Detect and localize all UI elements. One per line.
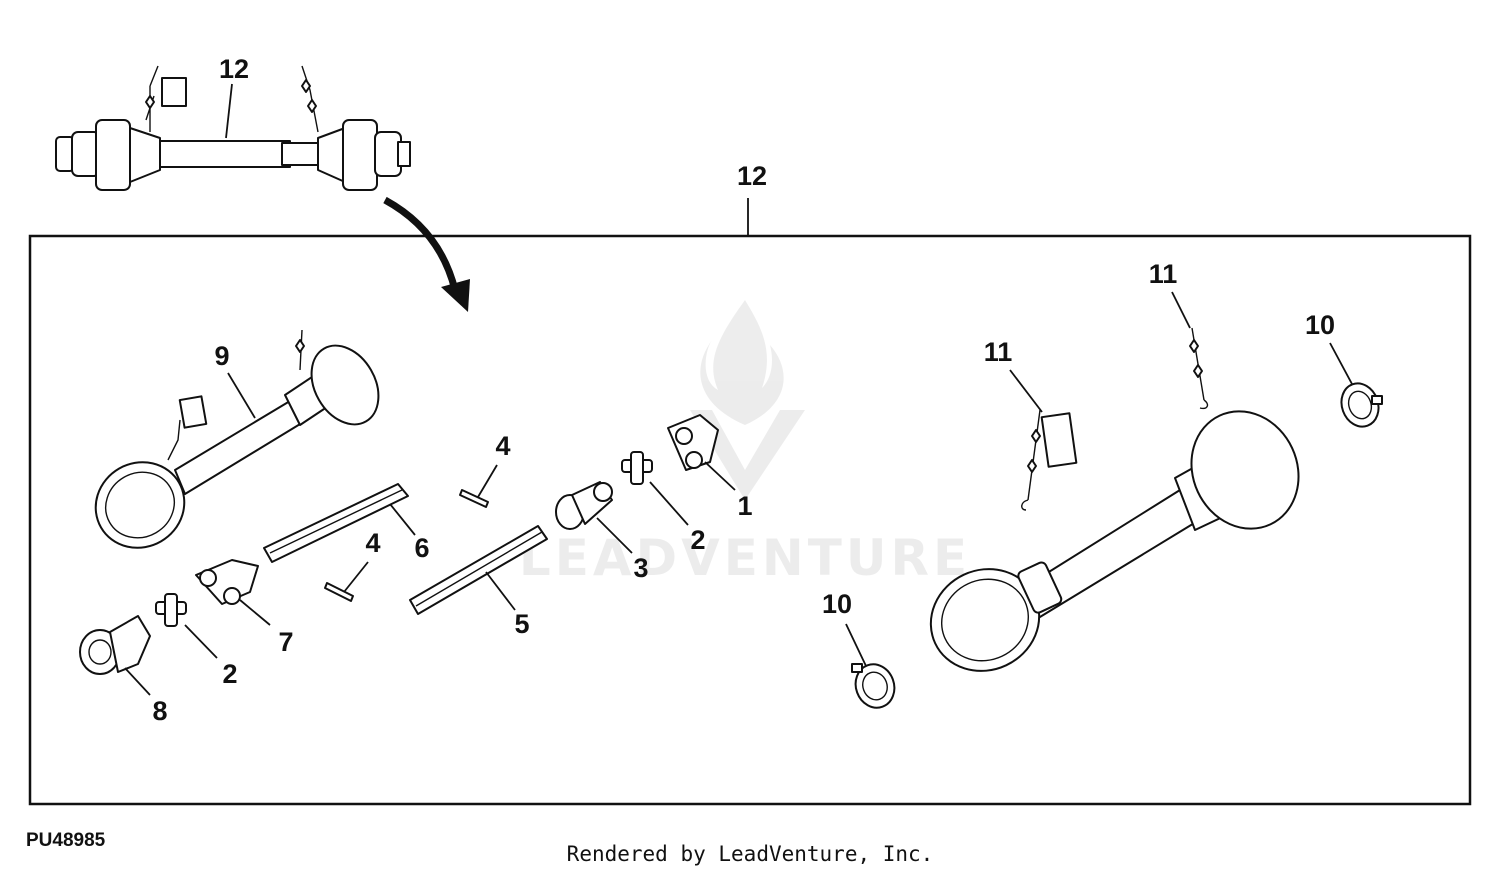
- part-3-yoke: [555, 481, 613, 530]
- exploded-view-frame: [28, 234, 1472, 806]
- callout-10-left: 10: [822, 589, 852, 619]
- figure-code: PU48985: [26, 830, 106, 851]
- callout-3: 3: [633, 553, 648, 583]
- complete-driveline-assembly: [55, 65, 411, 191]
- part-11-chain-right: [1189, 327, 1209, 410]
- part-6-inner-tube: [263, 483, 409, 563]
- part-8-yoke: [79, 615, 151, 675]
- outer-guard-half: [929, 410, 1300, 672]
- callout-12-frame: 12: [737, 161, 767, 191]
- callout-11-right: 11: [1149, 259, 1178, 289]
- part-4-pin-upper: [459, 489, 489, 508]
- part-9-guard-half: [94, 329, 380, 549]
- callout-7: 7: [278, 627, 293, 657]
- callout-9: 9: [214, 341, 229, 371]
- part-7-yoke: [195, 559, 259, 605]
- part-2-cross-upper: [621, 451, 653, 485]
- part-11-chain-left: [1021, 409, 1078, 511]
- watermark-text: LEADVENTURE: [519, 529, 971, 587]
- callout-1: 1: [737, 491, 752, 521]
- part-5-outer-tube: [409, 525, 548, 615]
- callout-2-upper: 2: [690, 525, 705, 555]
- part-10-bearing-left: [851, 663, 896, 709]
- callout-5: 5: [514, 609, 529, 639]
- callout-6: 6: [414, 533, 429, 563]
- callout-4-lower: 4: [365, 528, 380, 558]
- part-2-cross-lower: [155, 593, 187, 627]
- callout-10-right: 10: [1305, 310, 1335, 340]
- credit-line: Rendered by LeadVenture, Inc.: [566, 842, 934, 866]
- callout-4-upper: 4: [495, 431, 510, 461]
- flame-v-logo: [700, 300, 784, 425]
- callout-2-lower: 2: [222, 659, 237, 689]
- callout-11-left: 11: [984, 337, 1013, 367]
- callout-12-top: 12: [219, 54, 249, 84]
- leadventure-watermark: LEADVENTURE: [519, 300, 971, 587]
- callout-8: 8: [152, 696, 167, 726]
- exploded-view-arrow: [383, 196, 470, 312]
- part-1-yoke: [667, 414, 719, 471]
- part-10-bearing-right: [1340, 382, 1383, 428]
